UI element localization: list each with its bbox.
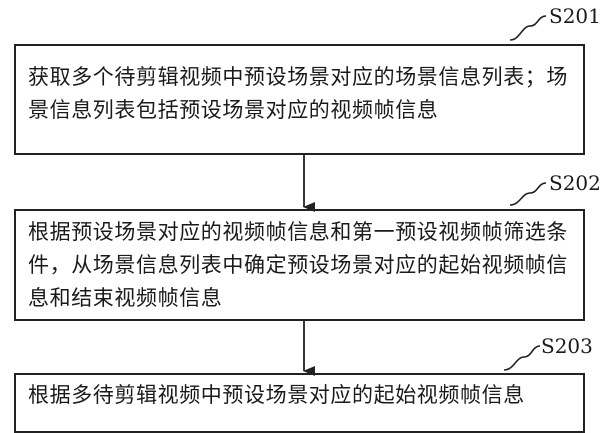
step-label-s203: S203 — [541, 334, 593, 358]
step-text-s202: 根据预设场景对应的视频帧信息和第一预设视频帧筛选条件，从场景信息列表中确定预设场… — [28, 220, 568, 310]
label-leader-s203 — [503, 345, 541, 371]
step-text-s203: 根据多待剪辑视频中预设场景对应的起始视频帧信息 — [28, 383, 525, 407]
step-box-s203: 根据多待剪辑视频中预设场景对应的起始视频帧信息 — [14, 373, 585, 433]
step-box-s202: 根据预设场景对应的视频帧信息和第一预设视频帧筛选条件，从场景信息列表中确定预设场… — [14, 209, 585, 321]
step-label-s201: S201 — [549, 4, 601, 28]
label-leader-s202 — [509, 182, 547, 206]
step-box-s201: 获取多个待剪辑视频中预设场景对应的场景信息列表；场景信息列表包括预设场景对应的视… — [14, 44, 585, 155]
label-leader-s201 — [509, 15, 547, 41]
step-label-s202: S202 — [549, 171, 601, 195]
flowchart: 获取多个待剪辑视频中预设场景对应的场景信息列表；场景信息列表包括预设场景对应的视… — [14, 4, 601, 433]
step-text-s201: 获取多个待剪辑视频中预设场景对应的场景信息列表；场景信息列表包括预设场景对应的视… — [28, 65, 568, 122]
